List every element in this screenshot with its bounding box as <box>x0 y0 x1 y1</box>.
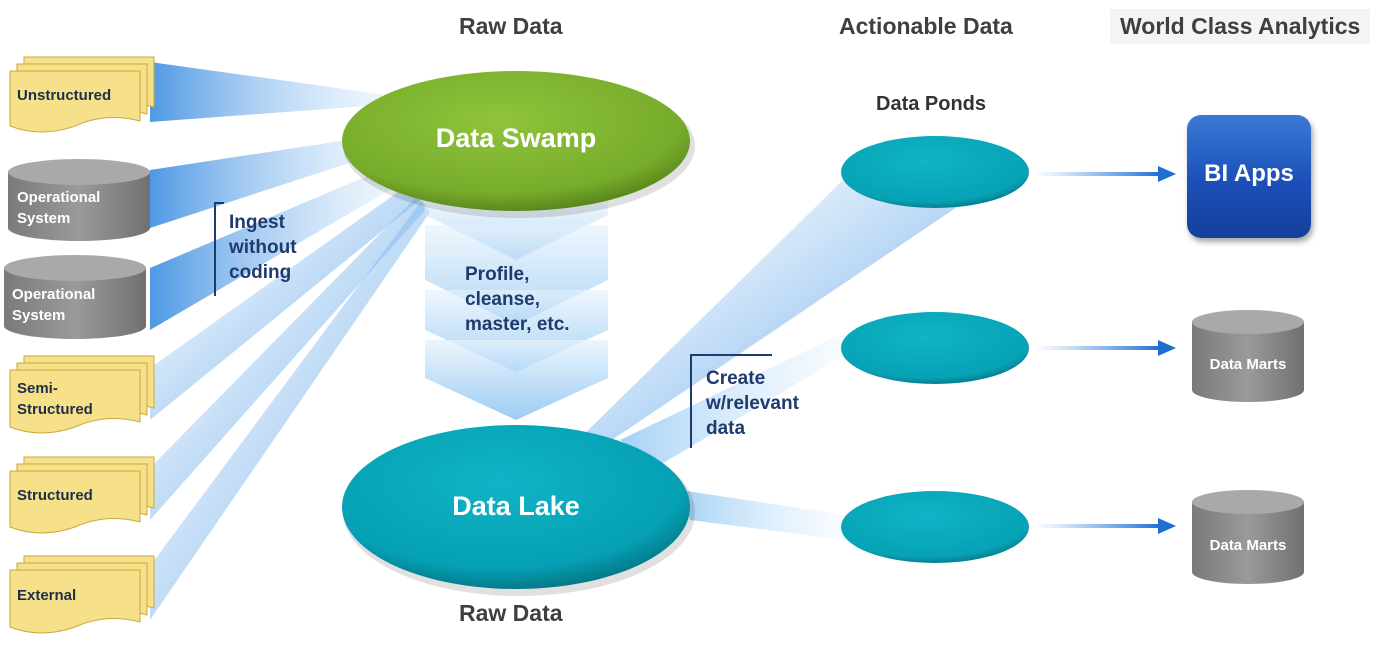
cylinder-top <box>8 159 150 185</box>
source-label-semi-structured: Semi- Structured <box>17 380 93 418</box>
data-pond-3 <box>841 491 1029 563</box>
cylinder-top <box>1192 490 1304 514</box>
doc-front <box>9 470 141 534</box>
header-data-ponds: Data Ponds <box>876 93 987 115</box>
source-semi-structured <box>9 355 155 434</box>
annotation-profile: Profile, cleanse, master, etc. <box>465 264 570 335</box>
source-label-external: External <box>17 587 77 604</box>
cylinder-top <box>1192 310 1304 334</box>
source-label-operational-2: Operational System <box>12 286 96 324</box>
source-operational-1 <box>8 159 150 241</box>
arrow-dm1-shaft <box>1035 346 1160 350</box>
data-lake-oval <box>342 425 690 589</box>
source-external <box>9 555 155 634</box>
doc-front <box>9 369 141 434</box>
annotation-ingest: Ingest without coding <box>229 212 297 283</box>
source-operational-2 <box>4 255 146 339</box>
data-mart-2 <box>1192 490 1304 584</box>
chevron-3 <box>425 290 608 372</box>
header-actionable-data: Actionable Data <box>839 13 1013 39</box>
arrow-bi-shaft <box>1035 172 1160 176</box>
beam-pond-3 <box>680 490 845 540</box>
arrow-dm2-head <box>1158 518 1176 534</box>
arrow-bi-head <box>1158 166 1176 182</box>
output-arrows <box>1035 166 1176 534</box>
beam-structured <box>150 195 425 520</box>
arrow-dm1-head <box>1158 340 1176 356</box>
data-pond-2 <box>841 312 1029 384</box>
refine-chevrons <box>425 200 608 420</box>
cylinder-body <box>4 268 146 339</box>
source-label-operational-1: Operational System <box>17 189 101 227</box>
source-label-structured: Structured <box>17 487 93 504</box>
source-label-unstructured: Unstructured <box>17 87 112 104</box>
header-raw-data-bottom: Raw Data <box>459 600 563 626</box>
doc-front <box>9 70 141 133</box>
beam-external <box>150 200 430 620</box>
data-lake-label: Data Lake <box>452 491 580 521</box>
beam-unstructured <box>150 62 395 122</box>
beam-operational-1 <box>150 132 400 228</box>
header-raw-data-top: Raw Data <box>459 13 563 39</box>
data-swamp-label: Data Swamp <box>435 123 597 153</box>
pond-beams <box>578 178 960 540</box>
source-unstructured <box>9 56 155 133</box>
beam-pond-1 <box>578 178 960 440</box>
doc-front <box>9 569 141 634</box>
cylinder-body <box>8 172 150 241</box>
create-bracket <box>690 354 772 448</box>
cylinder-body <box>1192 502 1304 584</box>
bi-apps-box <box>1187 115 1311 238</box>
beam-pond-2 <box>620 330 850 465</box>
source-structured <box>9 456 155 534</box>
beam-semi-structured <box>150 182 420 420</box>
data-mart-1 <box>1192 310 1304 402</box>
bi-apps-label: BI Apps <box>1204 160 1294 187</box>
chevron-4 <box>425 340 608 420</box>
header-world-class-analytics: World Class Analytics <box>1110 9 1371 44</box>
data-marts-label-1: Data Marts <box>1209 356 1287 373</box>
data-pond-1 <box>841 136 1029 208</box>
annotation-create: Create w/relevant data <box>706 368 799 439</box>
cylinder-body <box>1192 322 1304 402</box>
arrow-dm2-shaft <box>1035 524 1160 528</box>
data-swamp-oval <box>342 71 690 211</box>
cylinder-top <box>4 255 146 281</box>
data-marts-label-2: Data Marts <box>1209 537 1287 554</box>
ingest-bracket <box>214 202 224 296</box>
